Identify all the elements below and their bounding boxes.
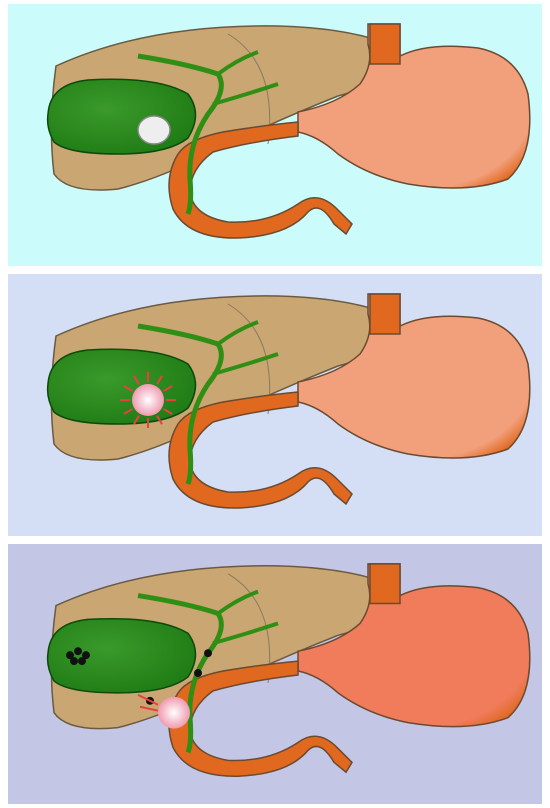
anatomy-svg [8, 544, 542, 804]
anatomy-svg [8, 274, 542, 536]
gallstone-small [74, 647, 82, 655]
gallstone [138, 116, 170, 144]
diagram-panel-inflamed [8, 274, 542, 536]
duct-stone [204, 649, 212, 657]
gallbladder [48, 349, 196, 424]
diagram-panel-normal-stone [8, 4, 542, 266]
gallbladder [48, 79, 196, 154]
inflamed-stone [158, 697, 190, 729]
esophagus [370, 294, 400, 334]
esophagus [370, 564, 400, 604]
anatomy-svg [8, 4, 542, 266]
gallstone-small [78, 657, 86, 665]
diagram-panel-multiple-stones [8, 544, 542, 804]
inflamed-stone [132, 384, 164, 416]
duct-stone [194, 669, 202, 677]
esophagus [370, 24, 400, 64]
gallstone-small [70, 657, 78, 665]
